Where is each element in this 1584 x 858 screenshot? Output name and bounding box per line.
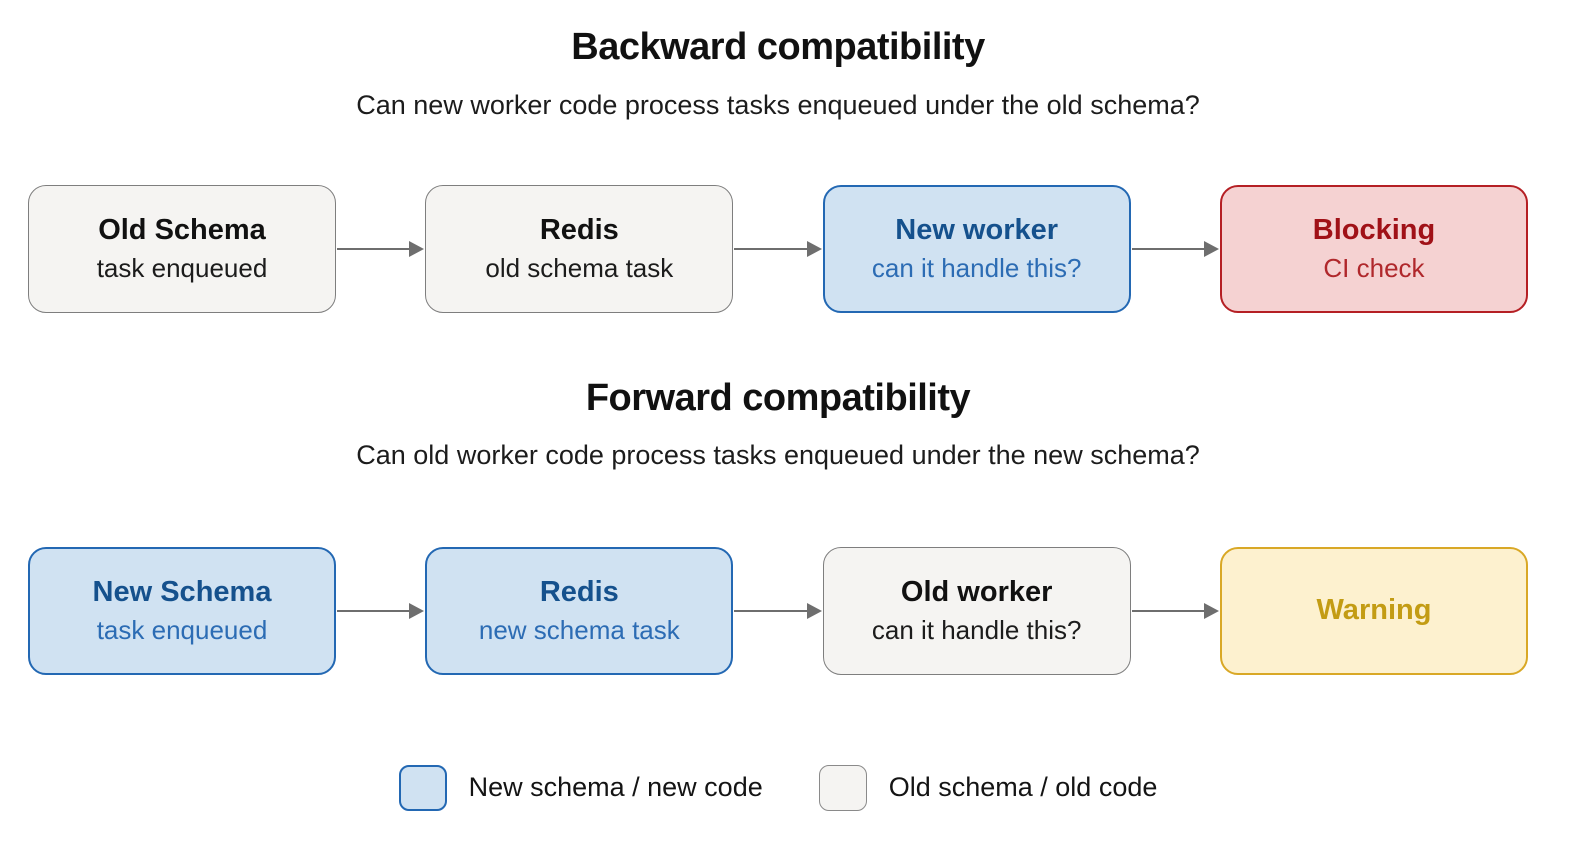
forward-section-subtitle: Can old worker code process tasks enqueu… bbox=[356, 440, 1200, 471]
legend-item-new-schema: New schema / new code bbox=[398, 764, 763, 811]
node-title: Old Schema bbox=[98, 214, 266, 247]
node-title: Old worker bbox=[900, 575, 1053, 608]
node-title: Blocking bbox=[1312, 214, 1436, 247]
legend-label: Old schema / old code bbox=[888, 772, 1158, 803]
forward-section-title: Forward compatibility bbox=[585, 376, 971, 419]
node-blocking: Blocking CI check bbox=[1219, 184, 1528, 313]
node-redis-new: Redis new schema task bbox=[425, 546, 734, 675]
legend: New schema / new code Old schema / old c… bbox=[28, 764, 1528, 811]
node-redis-old: Redis old schema task bbox=[425, 184, 734, 313]
arrow-line bbox=[1131, 247, 1204, 250]
flow-arrow-icon bbox=[336, 240, 425, 257]
arrow-head-icon bbox=[409, 602, 425, 619]
backward-flow-row: Old Schema task enqueued Redis old schem… bbox=[28, 184, 1528, 313]
arrow-line bbox=[734, 609, 807, 612]
node-subtitle: task enqueued bbox=[96, 252, 268, 283]
node-title: New Schema bbox=[92, 575, 272, 608]
legend-swatch-old-icon bbox=[818, 764, 867, 811]
legend-label: New schema / new code bbox=[468, 772, 763, 803]
backward-section-title: Backward compatibility bbox=[571, 26, 985, 68]
node-subtitle: new schema task bbox=[478, 614, 680, 645]
arrow-line bbox=[337, 609, 410, 612]
arrow-head-icon bbox=[806, 240, 822, 257]
arrow-head-icon bbox=[1203, 240, 1219, 257]
flow-arrow-icon bbox=[1131, 602, 1220, 619]
node-title: New worker bbox=[895, 214, 1059, 247]
legend-swatch-new-icon bbox=[398, 764, 447, 811]
backward-section-subtitle: Can new worker code process tasks enqueu… bbox=[356, 89, 1200, 120]
flow-arrow-icon bbox=[336, 602, 425, 619]
arrow-head-icon bbox=[409, 240, 425, 257]
node-title: Warning bbox=[1316, 594, 1432, 627]
node-subtitle: task enqueued bbox=[96, 614, 268, 645]
node-warning: Warning bbox=[1219, 546, 1528, 675]
node-subtitle: old schema task bbox=[485, 252, 674, 283]
node-old-worker: Old worker can it handle this? bbox=[822, 546, 1131, 675]
forward-flow-row: New Schema task enqueued Redis new schem… bbox=[28, 546, 1528, 675]
node-subtitle: can it handle this? bbox=[871, 614, 1082, 645]
node-old-schema: Old Schema task enqueued bbox=[28, 184, 336, 313]
arrow-head-icon bbox=[806, 602, 822, 619]
flow-arrow-icon bbox=[733, 602, 822, 619]
arrow-line bbox=[1131, 609, 1204, 612]
node-new-schema: New Schema task enqueued bbox=[28, 546, 336, 675]
node-title: Redis bbox=[539, 214, 619, 247]
node-new-worker: New worker can it handle this? bbox=[822, 184, 1131, 313]
node-subtitle: CI check bbox=[1323, 252, 1425, 283]
diagram-content: Backward compatibility Can new worker co… bbox=[28, 0, 1528, 811]
flow-arrow-icon bbox=[1131, 240, 1220, 257]
arrow-head-icon bbox=[1203, 602, 1219, 619]
arrow-line bbox=[734, 247, 807, 250]
arrow-line bbox=[337, 247, 410, 250]
node-title: Redis bbox=[539, 575, 619, 608]
legend-item-old-schema: Old schema / old code bbox=[818, 764, 1158, 811]
flow-arrow-icon bbox=[733, 240, 822, 257]
node-subtitle: can it handle this? bbox=[871, 252, 1082, 283]
